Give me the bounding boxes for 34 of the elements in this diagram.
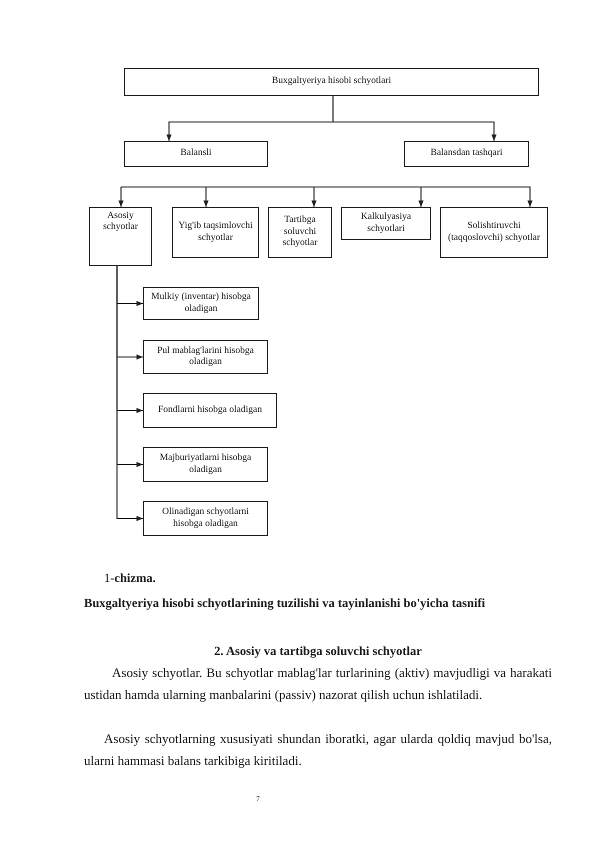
- category-box: [143, 287, 259, 320]
- category-box: [143, 447, 268, 482]
- category-box: [268, 207, 332, 258]
- section-heading: 2. Asosiy va tartibga soluvchi schyotlar: [213, 643, 423, 660]
- box-text: Majburiyatlarni hisobga oladigan: [158, 453, 252, 476]
- box-text: Tartibga soluvchi schyotlar: [282, 215, 318, 250]
- figure-number: 1-chizma.: [104, 570, 157, 587]
- box-text: Fondlarni hisobga oladigan: [158, 404, 262, 416]
- box-text: Buxgaltyeriya hisobi schyotlari: [272, 76, 392, 88]
- box-text: Olinadigan schyotlarni hisobga oladigan: [161, 507, 250, 530]
- category-box: [143, 340, 268, 374]
- box-text: Yig'ib taqsimlovchi schyotlar: [177, 221, 254, 244]
- arrow: [332, 96, 497, 141]
- box-text: Solishtiruvchi (taqqoslovchi) schyotlar: [446, 221, 542, 244]
- category-box: [172, 207, 259, 258]
- box-text: Asosiy schyotlar: [102, 211, 139, 234]
- category-box: [89, 207, 152, 266]
- box-text: Balansli: [180, 148, 212, 160]
- category-box: [124, 141, 268, 167]
- box-text: Balansdan tashqari: [430, 148, 503, 160]
- box-text: Pul mablag'larini hisobga oladigan: [156, 346, 255, 368]
- category-box: [143, 501, 268, 536]
- paragraph: Asosiy schyotlarning xususiyati shundan iboratki, agar ularda qoldiq mavjud bo'lsa, ularni hammasi balans tarkibiga kiritiladi.: [84, 730, 552, 770]
- box-text: Kalkulyasiya schyotlari: [360, 212, 412, 235]
- arrow: [116, 266, 143, 522]
- arrow: [118, 186, 124, 207]
- figure-caption: Buxgaltyeriya hisobi schyotlarining tuzilishi va tayinlanishi bo'yicha tasnifi: [84, 595, 486, 612]
- category-box: [440, 207, 548, 258]
- box-text: Mulkiy (inventar) hisobga oladigan: [150, 292, 252, 315]
- category-box: [143, 393, 277, 428]
- category-box: [341, 207, 431, 240]
- paragraph: Asosiy schyotlar. Bu schyotlar mablag'lar turlarining (aktiv) mavjudligi va harakati ustidan hamda ularning manbalarini (passiv) nazorat qilish uchun ishlatiladi.: [84, 664, 552, 704]
- category-box: [124, 68, 539, 96]
- category-box: [404, 141, 529, 167]
